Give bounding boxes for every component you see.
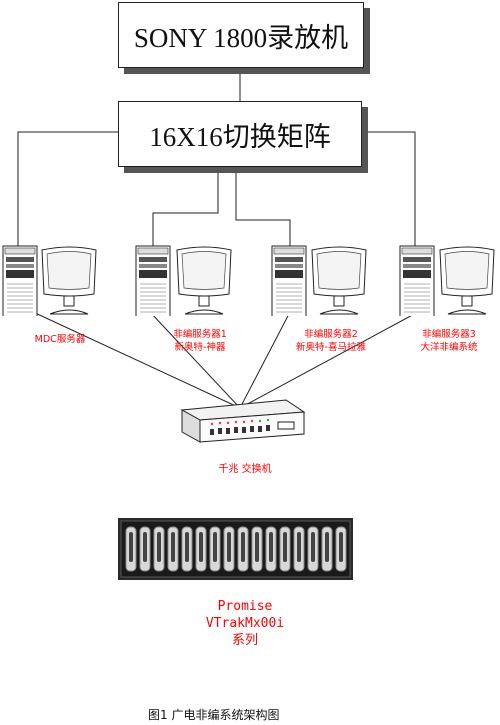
nle3-server-label: 非编服务器3 大洋非编系统 (404, 328, 494, 354)
nle1-switch-link (149, 311, 241, 409)
nle1-monitor (176, 246, 232, 315)
switch-label-text: 千兆 交换机 (218, 464, 272, 475)
drive-bay-handle (227, 532, 231, 562)
nle3-server-name: 非编服务器3 (422, 329, 476, 340)
drive-bays (125, 526, 347, 572)
figure-caption: 图1 广电非编系统架构图 (148, 708, 280, 722)
matrix-mdc-link (17, 131, 118, 246)
drive-bay-handle (129, 532, 133, 562)
vcr-label: SONY 1800录放机 (133, 22, 349, 53)
switch-label: 千兆 交换机 (190, 463, 300, 476)
mdc-switch-link (17, 304, 241, 409)
drive-bay-handle (255, 532, 259, 562)
drive-bay-handle (283, 532, 287, 562)
drive-bay-handle (213, 532, 217, 562)
storage-series: 系列 (231, 633, 258, 648)
nle2-server-label: 非编服务器2 新奥特-喜马拉雅 (276, 328, 386, 354)
drive-bay-handle (339, 532, 343, 562)
vcr-box: SONY 1800录放机 (118, 2, 364, 68)
matrix-nle3-link (360, 131, 416, 246)
matrix-nle2-link (235, 165, 291, 248)
drive-bay-handle (199, 532, 203, 562)
drive-bay-handle (311, 532, 315, 562)
mdc-server-label: MDC服务器 (25, 333, 95, 346)
nle2-monitor (311, 246, 367, 315)
storage-brand: Promise (217, 599, 273, 614)
matrix-label: 16X16切换矩阵 (149, 121, 331, 152)
drive-bay-handle (171, 532, 175, 562)
nle3-monitor (439, 246, 495, 315)
drive-bay-handle (269, 532, 273, 562)
server-workstations (2, 245, 495, 316)
storage-model: VTrakMx00i (205, 616, 285, 631)
drive-bay-handle (157, 532, 161, 562)
mdc-monitor (41, 246, 97, 315)
nle1-server-label: 非编服务器1 新奥特-神器 (150, 328, 250, 354)
gigabit-switch (180, 399, 306, 443)
nle1-server-desc: 新奥特-神器 (174, 342, 226, 353)
drive-bay-handle (185, 532, 189, 562)
nle2-server-name: 非编服务器2 (304, 329, 358, 340)
drive-bay-handle (241, 532, 245, 562)
drive-bay-handle (143, 532, 147, 562)
nle2-switch-link (239, 311, 291, 409)
nle1-server-tower (135, 245, 171, 316)
nle3-switch-link (239, 311, 419, 409)
switch-matrix-box: 16X16切换矩阵 (118, 101, 362, 167)
storage-array (118, 518, 353, 580)
drive-bay-handle (297, 532, 301, 562)
storage-label: Promise VTrakMx00i 系列 (190, 598, 300, 649)
nle2-server-tower (271, 245, 307, 316)
nle1-server-name: 非编服务器1 (173, 329, 227, 340)
nle2-server-desc: 新奥特-喜马拉雅 (296, 342, 366, 353)
matrix-nle1-link (152, 165, 219, 248)
mdc-server-name: MDC服务器 (34, 334, 86, 345)
nle3-server-tower (399, 245, 435, 316)
mdc-server-tower (2, 245, 38, 316)
nle3-server-desc: 大洋非编系统 (420, 342, 478, 353)
drive-bay-handle (325, 532, 329, 562)
